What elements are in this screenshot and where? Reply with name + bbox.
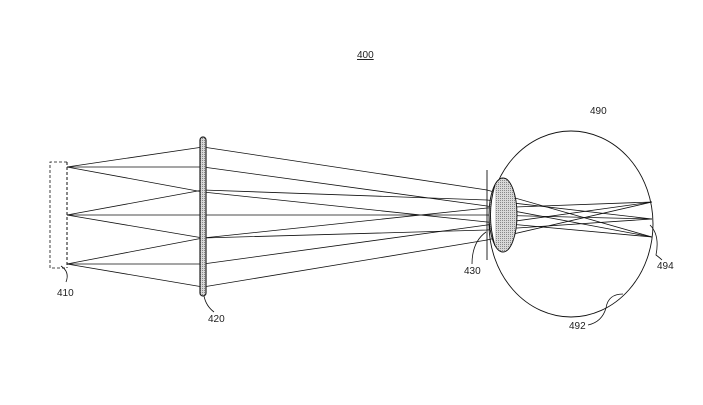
light-ray xyxy=(66,146,653,238)
lens-420 xyxy=(199,136,207,297)
leader-420 xyxy=(203,295,215,313)
crystalline-lens xyxy=(488,177,518,253)
leader-430 xyxy=(471,231,487,265)
light-ray xyxy=(66,214,653,239)
light-ray xyxy=(67,166,653,238)
light-ray xyxy=(66,201,653,288)
light-ray xyxy=(66,201,653,265)
light-rays xyxy=(66,146,653,288)
source-bracket xyxy=(49,161,67,269)
light-ray xyxy=(67,201,653,265)
cornea xyxy=(490,184,496,247)
label-430: 430 xyxy=(464,266,481,277)
light-ray xyxy=(67,214,653,220)
label-490: 490 xyxy=(590,106,607,117)
figure-number: 400 xyxy=(357,50,374,61)
label-420: 420 xyxy=(208,314,225,325)
leader-410 xyxy=(60,265,68,283)
light-ray xyxy=(66,189,653,220)
label-492: 492 xyxy=(569,321,586,332)
light-ray xyxy=(66,166,653,238)
label-494: 494 xyxy=(657,261,674,272)
leader-494 xyxy=(649,224,663,261)
label-410: 410 xyxy=(57,288,74,299)
leader-492 xyxy=(587,293,624,326)
